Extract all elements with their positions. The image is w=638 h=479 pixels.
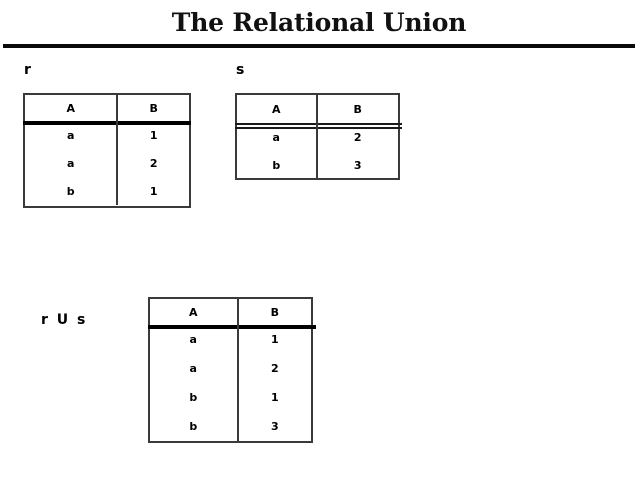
relation-table-s: A B a 2 b 3 bbox=[235, 93, 402, 180]
cell-b: 2 bbox=[149, 156, 158, 170]
table-body: a 2 b 3 bbox=[237, 123, 398, 179]
table-header-row: A B bbox=[237, 95, 398, 123]
cell-a: a bbox=[237, 123, 318, 151]
cell-b: 3 bbox=[270, 420, 279, 433]
table-body: a 1 a 2 b 1 bbox=[25, 121, 189, 205]
header-separator-lower bbox=[235, 127, 402, 129]
cell-b: 2 bbox=[270, 362, 279, 375]
table-row: b 1 bbox=[150, 383, 311, 412]
cell-a: b bbox=[25, 177, 119, 205]
cell-b: 2 bbox=[353, 130, 362, 144]
table-body: a 1 a 2 b 1 b 3 bbox=[150, 325, 311, 441]
column-header-b: B bbox=[149, 101, 158, 115]
table-header-row: A B bbox=[150, 299, 311, 325]
cell-a: a bbox=[25, 121, 119, 149]
header-separator bbox=[23, 121, 191, 125]
column-header-b: B bbox=[353, 102, 362, 116]
table-header-row: A B bbox=[25, 95, 189, 121]
column-header-b: B bbox=[270, 305, 279, 319]
relation-label-r: r bbox=[24, 62, 32, 78]
table-row: b 1 bbox=[25, 177, 189, 205]
table-row: a 1 bbox=[25, 121, 189, 149]
relation-table-r: A B a 1 a 2 b 1 bbox=[23, 93, 191, 208]
cell-b: 3 bbox=[353, 158, 362, 172]
cell-a: b bbox=[237, 151, 318, 179]
page-title: The Relational Union bbox=[171, 8, 467, 37]
cell-b: 1 bbox=[149, 184, 158, 198]
title-divider bbox=[3, 44, 635, 48]
column-header-a: A bbox=[25, 95, 119, 121]
cell-b: 1 bbox=[270, 391, 279, 404]
table-row: a 2 bbox=[25, 149, 189, 177]
header-separator bbox=[148, 325, 316, 329]
table-row: b 3 bbox=[150, 412, 311, 441]
cell-a: a bbox=[25, 149, 119, 177]
table-row: a 2 bbox=[237, 123, 398, 151]
table-row: a 2 bbox=[150, 354, 311, 383]
header-separator-upper bbox=[235, 123, 402, 125]
cell-a: b bbox=[150, 383, 239, 412]
column-header-a: A bbox=[150, 299, 239, 325]
table-row: a 1 bbox=[150, 325, 311, 354]
table-row: b 3 bbox=[237, 151, 398, 179]
relation-label-union: r U s bbox=[41, 312, 88, 328]
cell-b: 1 bbox=[270, 333, 279, 346]
cell-b: 1 bbox=[149, 128, 158, 142]
cell-a: a bbox=[150, 325, 239, 354]
relation-table-union: A B a 1 a 2 b 1 b 3 bbox=[148, 297, 316, 443]
cell-a: b bbox=[150, 412, 239, 441]
relation-label-s: s bbox=[236, 62, 245, 78]
cell-a: a bbox=[150, 354, 239, 383]
column-header-a: A bbox=[237, 95, 318, 123]
